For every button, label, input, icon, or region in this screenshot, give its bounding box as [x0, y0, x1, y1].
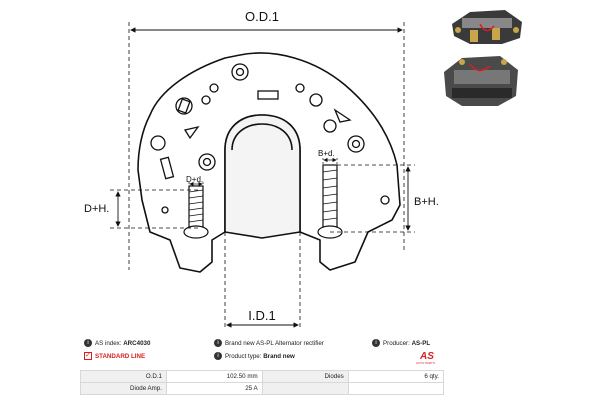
b-terminal-bolt — [317, 164, 343, 239]
table-row: O.D.1 102.50 mm Diodes 6 qty. — [80, 370, 445, 383]
check-icon: ✓ — [84, 352, 92, 361]
bd-dimension: B+d. — [318, 149, 338, 164]
spec-value: 25 A — [165, 382, 263, 395]
spec-key — [261, 382, 349, 395]
specs-table: O.D.1 102.50 mm Diodes 6 qty. Diode Amp.… — [80, 370, 445, 395]
info-icon: i — [84, 339, 92, 348]
product-photo-top — [448, 8, 528, 48]
dh-label: D+H. — [84, 203, 109, 215]
product-type-value: Brand new — [263, 353, 295, 360]
id-dimension: I.D.1 — [224, 232, 301, 330]
info-icon: i — [214, 339, 222, 348]
dd-dimension: D+d. — [186, 175, 204, 188]
spec-value: 6 qty. — [347, 370, 445, 383]
producer-value: AS-PL — [411, 340, 431, 347]
spec-key: O.D.1 — [80, 370, 167, 383]
dh-dimension: D+H. — [84, 189, 200, 229]
spec-key: Diode Amp. — [80, 382, 167, 395]
id-label: I.D.1 — [248, 308, 275, 323]
spec-value: 102.50 mm — [165, 370, 263, 383]
od-label: O.D.1 — [245, 9, 279, 24]
bh-dimension: B+H. — [330, 164, 439, 233]
bd-label: B+d. — [318, 149, 335, 158]
table-row: Diode Amp. 25 A — [80, 382, 445, 395]
dd-label: D+d. — [186, 175, 203, 184]
rectifier-details — [150, 63, 390, 214]
spec-value — [347, 382, 445, 395]
rectifier-technical-drawing: O.D.1 — [84, 8, 528, 330]
standard-line-badge: ✓STANDARD LINE — [84, 352, 146, 361]
as-pl-logo: AS AUTO PARTS — [416, 351, 435, 365]
bh-label: B+H. — [414, 196, 439, 208]
spec-key: Diodes — [261, 370, 349, 383]
product-photo-bottom — [440, 52, 520, 110]
info-icon: i — [214, 352, 222, 361]
rectifier-body — [137, 52, 401, 273]
info-icon: i — [372, 339, 380, 348]
od-dimension: O.D.1 — [128, 9, 405, 270]
as-index-value: ARC4030 — [123, 340, 151, 347]
